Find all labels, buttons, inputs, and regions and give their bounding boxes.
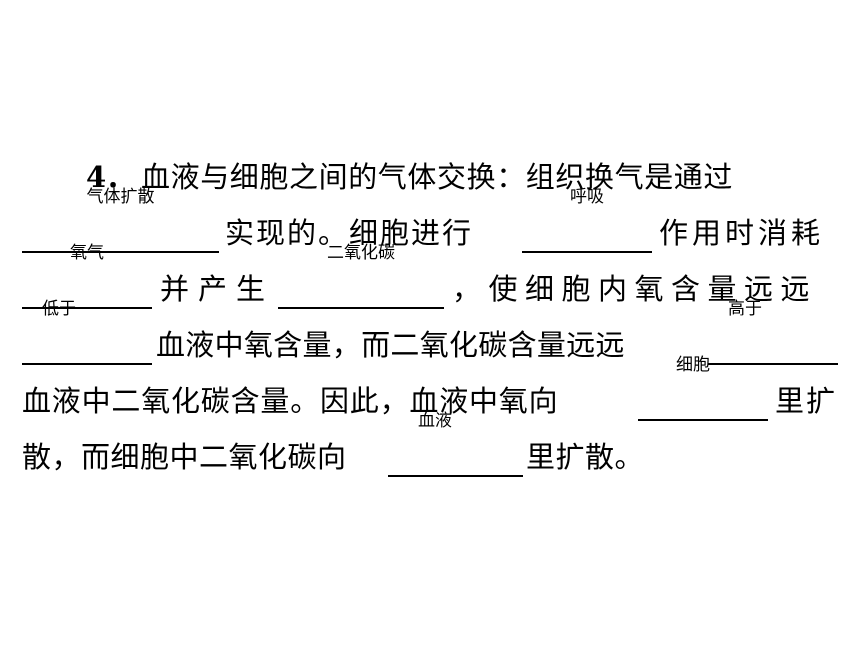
answer-text: 呼吸 xyxy=(570,187,604,207)
question-text: 里扩散。 xyxy=(526,440,645,474)
answer-blank: 二氧化碳 xyxy=(278,243,444,309)
question-text: 血液中氧含量，而二氧化碳含量远远 xyxy=(156,328,625,362)
question-line-2: 气体扩散 实现的。细胞进行 呼吸 作用时消耗 xyxy=(0,187,860,253)
question-text: 里扩 xyxy=(775,384,838,418)
answer-blank: 氧气 xyxy=(22,243,152,309)
question-number: 4． xyxy=(86,160,136,194)
answer-text: 高于 xyxy=(728,299,762,319)
question-text: 血液与细胞之间的气体交换：组织换气是通过 xyxy=(141,160,734,194)
answer-text: 低于 xyxy=(42,299,76,319)
answer-text: 二氧化碳 xyxy=(327,243,395,263)
answer-text: 气体扩散 xyxy=(86,187,155,207)
answer-text: 氧气 xyxy=(70,243,104,263)
answer-blank: 呼吸 xyxy=(522,187,652,253)
answer-blank: 血液 xyxy=(388,411,523,477)
question-line-5: 血液中二氧化碳含量。因此，血液中氧向 细胞 里扩 xyxy=(0,355,860,421)
question-line-6: 散，而细胞中二氧化碳向 血液 里扩散。 xyxy=(0,411,860,477)
answer-blank: 细胞 xyxy=(638,355,768,421)
question-line-3: 氧气 并产生 二氧化碳 ，使细胞内氧含量远远 xyxy=(0,243,860,309)
question-text: 并产生 xyxy=(160,272,275,306)
question-text: 实现的。细胞进行 xyxy=(225,216,474,250)
answer-text: 血液 xyxy=(418,411,452,431)
question-text: 作用时消耗 xyxy=(659,216,825,250)
answer-blank: 气体扩散 xyxy=(22,187,219,253)
question-text: 散，而细胞中二氧化碳向 xyxy=(22,440,347,474)
answer-blank: 高于 xyxy=(708,299,838,365)
question-line-4: 低于 血液中氧含量，而二氧化碳含量远远 高于 xyxy=(0,299,860,365)
answer-text: 细胞 xyxy=(676,355,710,375)
question-line-1: 4． 血液与细胞之间的气体交换：组织换气是通过 xyxy=(0,157,860,197)
question-text: ，使细胞内氧含量远远 xyxy=(452,272,818,306)
answer-blank: 低于 xyxy=(22,299,152,365)
question-text: 血液中二氧化碳含量。因此，血液中氧向 xyxy=(22,384,559,418)
